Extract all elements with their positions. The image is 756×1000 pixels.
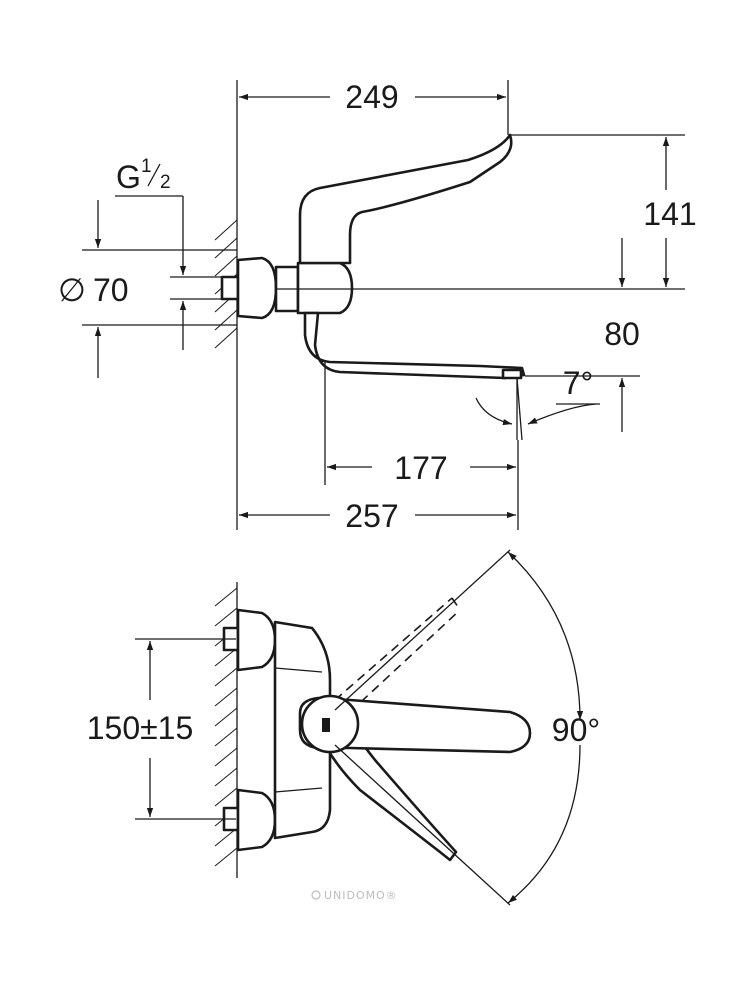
dim-141: 141 [643, 196, 696, 232]
spout-side [303, 311, 526, 380]
svg-text:1: 1 [141, 156, 152, 177]
front-view: 150±15 90° [87, 549, 600, 906]
dim-177: 177 [394, 450, 447, 486]
dim-90deg: 90° [552, 712, 600, 748]
svg-text:2: 2 [160, 172, 171, 193]
thread-label: G 1 2 [116, 156, 171, 195]
handle-rotation-ghost [334, 597, 461, 713]
diameter-label: ∅ 70 [58, 272, 129, 308]
wall-hatch-front [214, 582, 238, 878]
mixer-body-side [220, 133, 526, 380]
svg-text:70: 70 [93, 272, 129, 308]
dim-7deg: 7° [563, 365, 594, 401]
dim-249: 249 [345, 79, 398, 115]
watermark-logo: UNIDOMO® [311, 889, 398, 902]
svg-text:∅: ∅ [58, 272, 86, 308]
dim-80: 80 [604, 316, 640, 352]
svg-text:UNIDOMO®: UNIDOMO® [324, 889, 398, 902]
dim-257: 257 [345, 498, 398, 534]
brand-mark-icon [322, 718, 330, 732]
svg-text:G: G [116, 159, 141, 195]
side-view: 249 141 80 G 1 2 ∅ 70 [58, 79, 697, 534]
lever-horizontal [298, 696, 532, 754]
lever-handle-side [298, 133, 513, 265]
dim-150: 150±15 [87, 710, 194, 746]
